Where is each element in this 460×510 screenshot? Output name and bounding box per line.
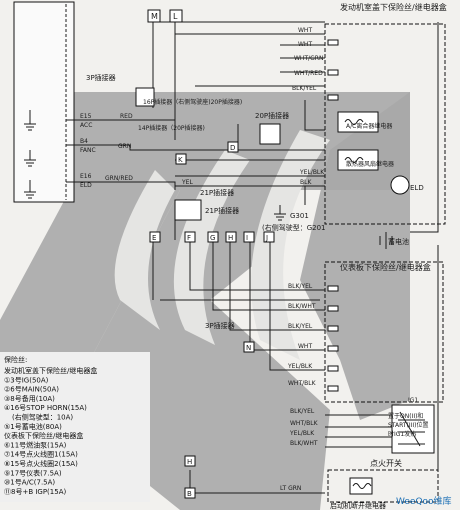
wire-wht-1: WHT [298, 27, 312, 34]
gray-band-top [62, 92, 410, 190]
ecu-box [13, 1, 75, 203]
tag-f: F [187, 234, 191, 242]
chevron-light-1 [114, 170, 175, 330]
wire-lt-grn: LT GRN [280, 485, 301, 492]
connector-21p-label: 21P插接器 [200, 188, 234, 197]
connector-14p-label: 14P插接器（20P插接器) [138, 124, 205, 132]
wire-wht-red: WHT/RED [294, 70, 323, 77]
tag-e: E [152, 234, 156, 242]
wire-red: RED [120, 113, 133, 120]
legend-item: ⑦14号点火线圈1(15A) [4, 450, 78, 459]
ign-note-1: 置于ON(II)和 START(III)位置 时IG1发热 [388, 412, 430, 438]
ground-g301: G301 [290, 212, 309, 220]
dash-wire-2: BLK/WHT [288, 303, 316, 310]
chevron-light-3 [251, 130, 330, 360]
legend-item: 仪表板下保险丝/继电器盒 [4, 431, 83, 440]
dash-wire-3: BLK/YEL [288, 323, 313, 330]
wire-wht-2: WHT [298, 41, 312, 48]
connector-20p-label: 20P插接器 [255, 111, 289, 120]
tag-n: N [246, 344, 251, 352]
starter-relay-box [327, 469, 439, 503]
connector-3p-label: 3P插接器 [86, 73, 116, 82]
eld-label: ELD [410, 184, 424, 192]
wire-blk: BLK [300, 179, 312, 186]
legend-item: ⑪8号+B IGP(15A) [4, 488, 66, 496]
legend-item: ⑩1号A/C(7.5A) [4, 479, 55, 487]
pin-b4-name: FANC [80, 147, 96, 154]
tag-h-bottom: H [187, 458, 192, 466]
engine-fuse-box [324, 23, 446, 225]
battery-label: 蓄电池 [388, 237, 409, 246]
mid-tags: K E F G H I J D N H B [149, 141, 275, 499]
legend-item: ③8号备用(10A) [4, 394, 55, 403]
dash-fuse-box-title: 仪表板下保险丝/继电器盒 [340, 262, 431, 272]
legend-panel [0, 352, 150, 502]
gray-band-right [300, 92, 410, 420]
legend-item: ④16号STOP HORN(15A) [4, 404, 87, 412]
ignition-switch-label: 点火开关 [370, 458, 402, 468]
legend-item: (右侧驾驶型：10A) [12, 413, 73, 422]
dash-wire-1: BLK/YEL [288, 283, 313, 290]
legend-item: ⑤1号蓄电池(80A) [4, 422, 62, 431]
ign-wire-2: WHT/BLK [290, 420, 319, 427]
connector-3p-b-label: 3P插接器 [205, 321, 235, 330]
starter-relay-label: 启动机断开继电器 [330, 501, 386, 510]
dash-wire-4: WHT [298, 343, 312, 350]
wire-wht-grn: WHT/GRN [294, 55, 323, 62]
ign-wire-4: BLK/WHT [290, 440, 318, 447]
connector-21p-b-label: 21P插接器 [205, 206, 239, 215]
tag-m: M [151, 12, 158, 21]
chevron-light-2 [173, 150, 250, 345]
dash-fuse-box [324, 261, 444, 403]
pin-e15: E15 [80, 113, 92, 120]
connector-16p-label: 16P插接器（右侧驾驶座)20P插接器) [143, 98, 242, 106]
tag-j: J [265, 234, 268, 242]
dash-wire-5: YEL/BLK [287, 363, 313, 370]
legend-title: 保险丝: [4, 355, 27, 364]
pin-e16-name: ELD [80, 182, 92, 189]
legend-item: ⑨17号仪表(7.5A) [4, 468, 62, 477]
pin-e15-name: ACC [80, 122, 92, 129]
legend-item: ②6号MAIN(50A) [4, 386, 59, 394]
watermark: WeeQoo维库 [396, 495, 452, 507]
legend-item: ⑥11号燃油泵(15A) [4, 440, 67, 449]
pin-b4: B4 [80, 138, 88, 145]
tag-b-bottom: B [187, 490, 192, 498]
tag-k: K [178, 156, 183, 164]
engine-fuse-box-title: 发动机室盖下保险丝/继电器盒 [340, 2, 447, 12]
wire-grn: GRN [118, 143, 131, 150]
fan-relay-label: 散热器风扇继电器 [346, 160, 394, 168]
wire-grn-red: GRN/RED [105, 175, 133, 182]
connector-21p-box [174, 199, 202, 221]
legend-item: ⑧15号点火线圈2(15A) [4, 459, 78, 468]
ign-wire-1: BLK/YEL [290, 408, 315, 415]
pin-e16: E16 [80, 173, 92, 180]
ign-tag: IG1 [408, 397, 418, 404]
tag-d: D [230, 144, 235, 152]
tag-i: I [246, 234, 248, 242]
wire-yel-blk: YEL/BLK [299, 169, 325, 176]
tag-h: H [228, 234, 233, 242]
wire-yel: YEL [181, 179, 193, 186]
ignition-switch-box [391, 404, 435, 454]
wire-blk-yel: BLK/YEL [292, 85, 317, 92]
legend-item: ①3号IG(50A) [4, 376, 49, 384]
ac-relay-label: A/C离合器继电器 [346, 122, 392, 130]
connector-20p-box [259, 123, 281, 145]
ign-wire-3: YEL/BLK [289, 430, 315, 437]
legend-item: 发动机室盖下保险丝/继电器盒 [4, 366, 97, 375]
tag-g: G [210, 234, 215, 242]
connector-3p-box [135, 87, 155, 107]
tag-l: L [173, 12, 178, 21]
ground-note: (右侧驾驶型：G201 [262, 223, 326, 232]
dash-wire-6: WHT/BLK [288, 380, 317, 387]
